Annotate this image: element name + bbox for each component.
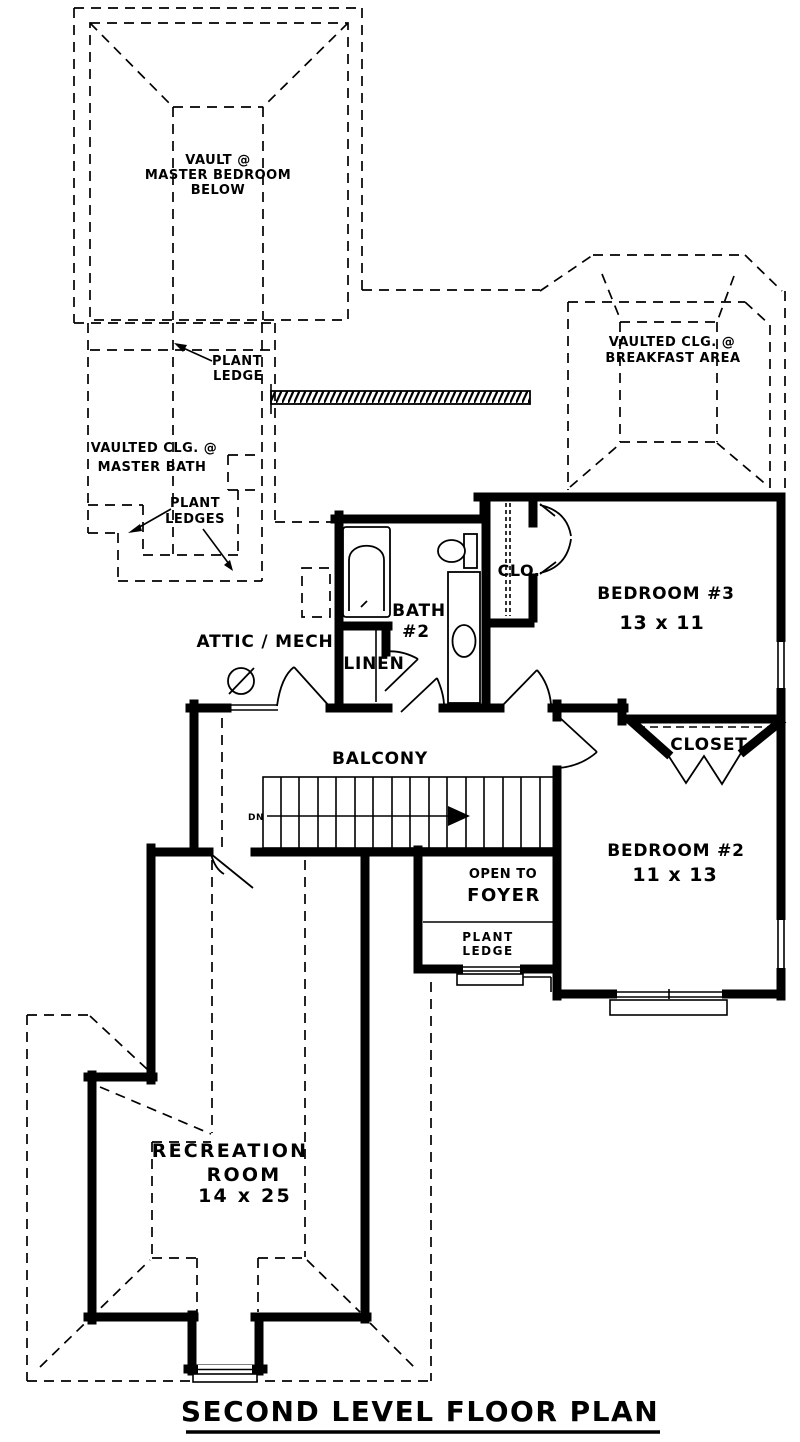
roof-outline-breakfast-area [539,254,786,490]
label-bedroom3-dims: 13 x 11 [619,612,704,634]
walls [83,492,787,1376]
door-recreation [210,853,254,889]
bathtub-icon [342,526,391,618]
plant-ledge-upper-arrow [174,343,213,362]
attic-fixture-icon [227,667,255,695]
label-plant-ledge-lower-line2: LEDGE [462,944,513,958]
label-plant-ledges-line1: PLANT [170,496,220,511]
label-open-foyer-line1: OPEN TO [469,867,537,882]
door-bedroom3 [501,669,552,707]
window-bedroom2-bottom [609,988,728,1016]
label-attic-mech: ATTIC / MECH [196,632,333,652]
label-vault-master-line2: MASTER BEDROOM [145,168,291,183]
label-open-foyer-line2: FOYER [467,885,541,906]
label-clo: CLO. [498,561,541,580]
staircase [262,776,557,849]
clo-hanging-rod-dashed [505,503,511,616]
roof-outline-recreation-room [26,718,432,1382]
window-bedroom3-right [774,642,788,688]
label-vault-master-line1: VAULT @ [185,153,250,168]
window-bedroom2-right [774,920,788,968]
foyer-opening-lines [423,921,553,992]
balcony-railing [225,704,278,711]
plant-ledges-arrow-left [128,508,172,533]
closet-bifold-doors [667,752,742,786]
label-vault-master-line3: BELOW [191,183,246,198]
label-bath2-line2: #2 [402,622,430,642]
stairs-arrowhead-icon [448,806,470,826]
window-recreation-bottom [192,1365,258,1383]
label-plant-ledge-lower-line1: PLANT [462,930,513,944]
plant-ledge-hatch-strip [270,384,531,414]
door-linen [382,650,419,692]
toilet-icon [437,533,478,569]
label-stairs-dn: DN [248,813,264,823]
label-recreation-line1: RECREATION [152,1140,308,1162]
label-plant-ledge-upper-line2: LEDGE [213,369,263,384]
plant-ledges-arrow-right [202,528,233,571]
label-master-bath-line2: MASTER BATH [98,460,207,475]
label-breakfast-line2: BREAKFAST AREA [605,351,740,366]
window-plant-ledge-foyer [456,964,524,986]
page-title: SECOND LEVEL FLOOR PLAN [181,1395,659,1428]
label-bedroom2-dims: 11 x 13 [632,864,717,886]
label-master-bath-line1: VAULTED CLG. @ [91,441,218,456]
door-attic-mech [276,666,331,708]
label-balcony: BALCONY [332,749,428,769]
roof-outline-master-bedroom-vault [73,7,540,324]
label-closet: CLOSET [670,735,747,755]
label-bath2-line1: BATH [392,601,446,621]
vanity-sink-icon [447,571,481,704]
label-bedroom3-name: BEDROOM #3 [597,584,735,604]
label-recreation-line2: ROOM [207,1164,282,1186]
label-breakfast-line1: VAULTED CLG. @ [609,335,736,350]
door-bedroom2 [558,716,598,769]
label-plant-ledge-upper-line1: PLANT [212,354,262,369]
label-plant-ledges-line2: LEDGES [165,512,225,527]
door-clo-double [539,503,572,575]
label-bedroom2-name: BEDROOM #2 [607,841,745,861]
label-linen: LINEN [343,654,404,674]
door-bath2 [400,677,445,713]
label-recreation-dims: 14 x 25 [198,1185,292,1207]
